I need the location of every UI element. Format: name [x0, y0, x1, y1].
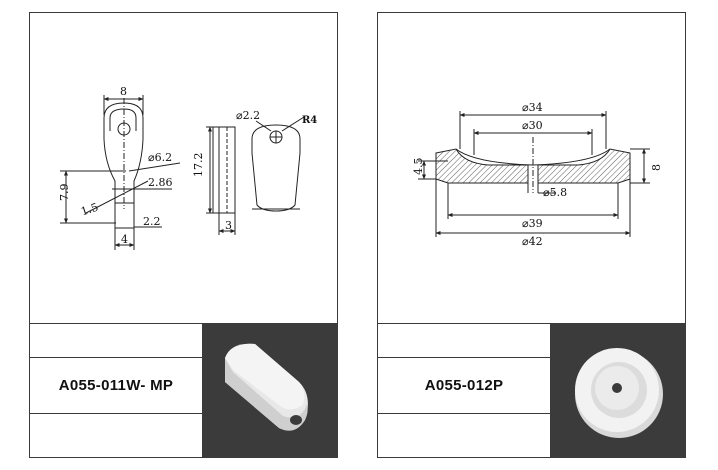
technical-drawing-right: ⌀34 ⌀30 4.5 8 ⌀5.8 ⌀39 ⌀42 — [412, 101, 663, 248]
title-row-top — [30, 324, 202, 358]
dim-thickness: 2.86 — [148, 176, 173, 189]
dim-base-width: 4 — [121, 233, 128, 246]
dim-hole-dia: ⌀6.2 — [148, 151, 172, 164]
dim-dia-30: ⌀30 — [522, 119, 543, 132]
dim-height: 7.9 — [58, 184, 71, 202]
dim-width-top: 8 — [120, 85, 127, 98]
dim-side-thickness: 3 — [225, 219, 232, 232]
part-render-right — [550, 324, 686, 458]
title-block-right: A055-012P — [378, 323, 686, 458]
dim-dia-34: ⌀34 — [522, 101, 543, 114]
dim-total-height: 17.2 — [192, 153, 205, 178]
title-row-part: A055-011W- MP — [30, 358, 202, 414]
drawing-sheet-left: 8 ⌀6.2 2.86 7.9 1.5 2.2 4 ⌀2.2 R4 17.2 3… — [29, 12, 338, 458]
section-left-half — [435, 148, 529, 184]
title-row-bottom — [378, 414, 550, 458]
dim-side-hole: ⌀2.2 — [236, 109, 260, 122]
title-row-part: A055-012P — [378, 358, 550, 414]
dim-height-8: 8 — [650, 164, 663, 171]
title-block-left: A055-011W- MP — [30, 323, 338, 458]
part-number: A055-012P — [424, 377, 504, 394]
dim-angle: 1.5 — [79, 201, 100, 219]
technical-drawing-left: 8 ⌀6.2 2.86 7.9 1.5 2.2 4 ⌀2.2 R4 17.2 3 — [58, 85, 317, 250]
dim-dia-42: ⌀42 — [522, 235, 543, 248]
dim-dia-39: ⌀39 — [522, 217, 543, 230]
dim-neck: 2.2 — [143, 215, 161, 228]
title-row-bottom — [30, 414, 202, 458]
dim-radius: R4 — [302, 115, 317, 126]
section-right-half — [537, 148, 631, 184]
end-view-outline — [251, 124, 301, 212]
front-view-outline — [103, 102, 144, 204]
part-number: A055-011W- MP — [58, 377, 174, 394]
dim-hole-5-8: ⌀5.8 — [543, 186, 567, 199]
part-render-left — [202, 324, 338, 458]
title-row-top — [378, 324, 550, 358]
drawing-sheet-right: ⌀34 ⌀30 4.5 8 ⌀5.8 ⌀39 ⌀42 A055-012P — [377, 12, 686, 458]
dim-height-4-5: 4.5 — [412, 158, 425, 176]
